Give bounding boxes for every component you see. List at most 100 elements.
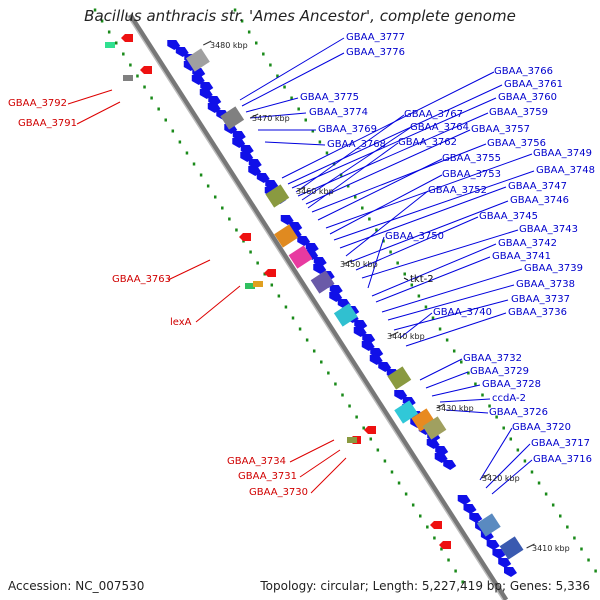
gc-dot [199,173,203,177]
forward-callout-line [349,200,509,263]
gc-dot [544,492,548,496]
genome-summary-text: Topology: circular; Length: 5,227,419 bp… [260,579,590,593]
gc-dot [341,393,344,397]
ruler-tick [390,331,399,337]
gene-label[interactable]: GBAA_3775 [300,92,360,103]
gc-dot [438,327,442,331]
gc-dot [411,503,415,507]
gc-dot [150,96,153,100]
gene-label[interactable]: GBAA_3756 [487,138,547,149]
gene-label[interactable]: GBAA_3741 [492,251,552,262]
gene-block [333,303,358,327]
gene-label[interactable]: GBAA_3777 [346,32,406,43]
gc-dot [419,514,422,518]
gene-label[interactable]: GBAA_3768 [327,139,387,150]
gc-dot [454,569,457,573]
gene-label[interactable]: GBAA_3750 [385,231,445,242]
gene-label[interactable]: GBAA_3717 [531,438,591,449]
forward-callout-line [425,371,469,389]
gene-label[interactable]: GBAA_3776 [346,47,406,58]
gene-label[interactable]: GBAA_3742 [498,238,558,249]
gene-label[interactable]: GBAA_3761 [504,79,564,90]
gc-dot [383,459,387,463]
gc-dot [362,426,365,430]
forward-callout-line [311,143,487,213]
gene-label[interactable]: lexA [170,317,192,328]
gene-label[interactable]: GBAA_3746 [510,195,570,206]
gc-dot [537,481,541,485]
gc-dot [502,426,505,430]
forward-callout-line [419,358,463,381]
gc-dot [339,173,343,177]
gc-dot [100,19,104,23]
gene-label[interactable]: GBAA_3745 [479,211,539,222]
gene-label[interactable]: GBAA_3736 [508,307,568,318]
gene-label[interactable]: GBAA_3753 [442,169,502,180]
gene-label[interactable]: GBAA_3764 [410,122,470,133]
gene-label[interactable]: GBAA_3738 [516,279,576,290]
gc-dot [297,107,300,111]
gene-block [186,48,210,72]
ruler-tick [296,186,306,192]
gene-label[interactable]: GBAA_3730 [249,487,309,498]
gene-label[interactable]: GBAA_3729 [470,366,530,377]
gene-label[interactable]: GBAA_3755 [442,153,502,164]
gene-label[interactable]: GBAA_3728 [482,379,542,390]
forward-callout-line [345,190,429,257]
gene-label[interactable]: GBAA_3739 [524,263,584,274]
gc-dot [221,206,224,210]
gene-label[interactable]: GBAA_3757 [471,124,531,135]
reverse-callout-line [289,439,335,463]
gene-label[interactable]: GBAA_3716 [533,454,593,465]
gene-label[interactable]: GBAA_3767 [404,109,464,120]
gene-label[interactable]: GBAA_3759 [489,107,549,118]
gene-label[interactable]: GBAA_3740 [433,307,493,318]
gc-dot [311,129,315,133]
gc-dot [594,569,597,573]
gc-dot [389,250,392,254]
gc-dot [566,525,569,529]
genome-backbone [127,13,509,600]
gene-label[interactable]: GBAA_3731 [238,471,298,482]
gene-label[interactable]: GBAA_3720 [512,422,572,433]
forward-gene-arrow [492,549,506,559]
reverse-gene-arrow [439,541,451,549]
gene-label[interactable]: ccdA-2 [492,393,526,404]
gc-dot [426,525,429,529]
gene-label[interactable]: GBAA_3747 [508,181,568,192]
gene-label[interactable]: tkt-2 [410,274,434,285]
forward-callout-line [485,443,531,489]
gene-label[interactable]: GBAA_3766 [494,66,554,77]
gene-block [347,437,357,443]
ruler-ticks [203,40,535,549]
gene-label[interactable]: GBAA_3732 [463,353,523,364]
reverse-callout-line [67,89,113,105]
gc-dot [488,404,491,408]
gene-label[interactable]: GBAA_3769 [318,124,378,135]
gene-label[interactable]: GBAA_3791 [18,118,78,129]
gene-label[interactable]: GBAA_3743 [519,224,579,235]
gene-label[interactable]: GBAA_3774 [309,107,369,118]
gc-dot [551,503,555,507]
ruler-label: 3480 kbp [210,41,248,50]
gene-label[interactable]: GBAA_3752 [428,185,488,196]
gene-label[interactable]: GBAA_3749 [533,148,593,159]
gene-label[interactable]: GBAA_3792 [8,98,68,109]
forward-callout-line [295,114,405,193]
gc-dot [404,492,408,496]
gene-label[interactable]: GBAA_3762 [398,137,458,148]
gene-label[interactable]: GBAA_3737 [511,294,571,305]
forward-callout-line [445,409,489,414]
gc-dot [332,162,336,166]
forward-callout-line [239,37,345,101]
gene-label[interactable]: GBAA_3748 [536,165,596,176]
gc-dot [530,470,534,474]
gene-label[interactable]: GBAA_3760 [498,92,558,103]
gc-dot [143,85,146,89]
gc-dot [580,547,583,551]
gene-label[interactable]: GBAA_3763 [112,274,172,285]
gene-label[interactable]: GBAA_3726 [489,407,549,418]
forward-gene-arrow [443,460,457,470]
forward-callout-line [339,186,507,249]
gene-label[interactable]: GBAA_3734 [227,456,287,467]
